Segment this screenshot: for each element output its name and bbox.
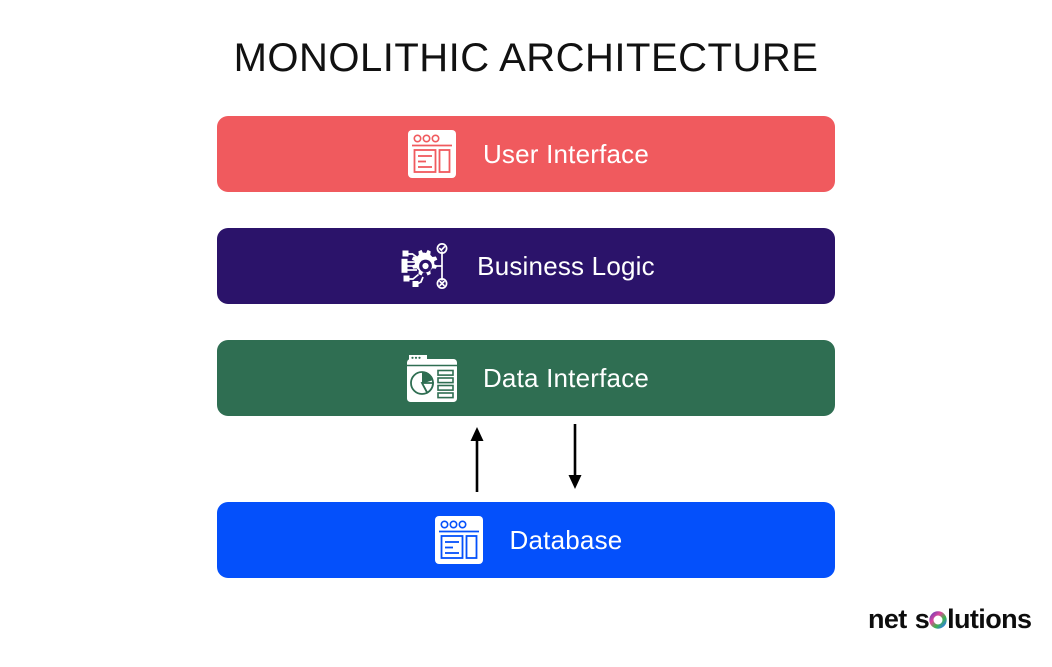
layer-content: Business Logic [397,240,655,292]
layer-content: Data Interface [403,352,649,404]
logo-word-solutions-suffix: lutions [947,603,1032,634]
logo-wordmark: net s lutions [868,603,1032,635]
arrow-up-icon [470,427,484,492]
layer-bar-business-logic[interactable]: Business Logic [217,228,835,304]
layer-label-user-interface: User Interface [482,138,650,169]
browser-window-icon [434,516,483,564]
gear-circuit-icon [401,243,448,289]
layer-label-database: Database [509,524,623,555]
layer-bar-database[interactable]: Database [217,502,835,578]
browser-window-icon [407,130,456,178]
layer-label-business-logic: Business Logic [477,250,655,281]
logo-word-net: net [868,603,907,634]
layer-content: User Interface [403,128,649,180]
logo-word-solutions-prefix: s [914,603,930,634]
layer-content: Database [430,514,623,566]
layer-bar-user-interface[interactable]: User Interface [217,116,835,192]
layer-label-data-interface: Data Interface [482,362,650,393]
page-title: MONOLITHIC ARCHITECTURE [233,36,819,80]
arrow-down-icon [568,424,582,489]
brand-logo: net s lutions [868,602,1032,636]
logo-gradient-ring-icon [929,610,947,629]
layer-bar-data-interface[interactable]: Data Interface [217,340,835,416]
dashboard-analytics-icon [406,355,457,402]
